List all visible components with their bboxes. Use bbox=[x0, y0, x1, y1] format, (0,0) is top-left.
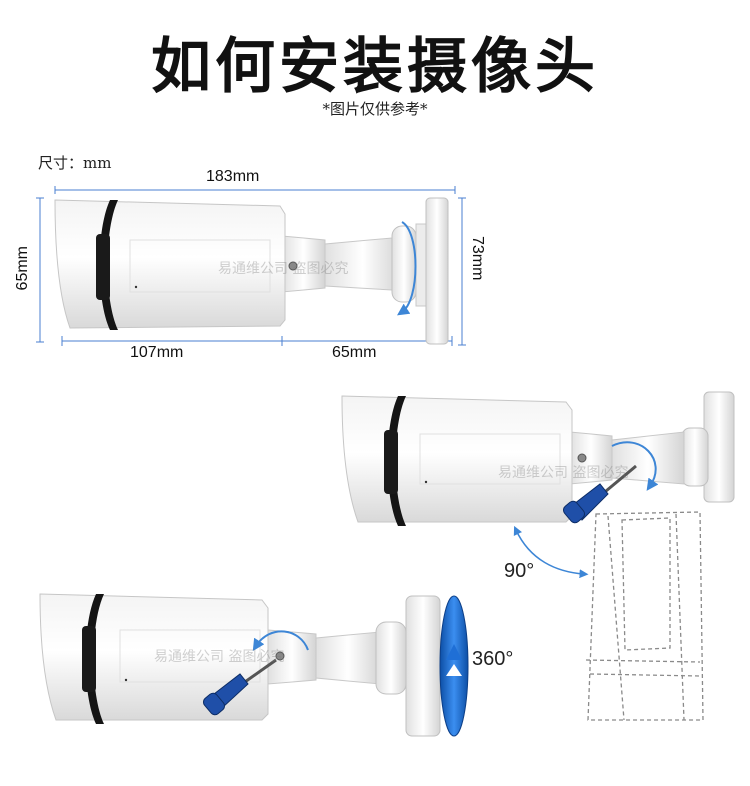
watermark-1: 易通维公司 盗图必究 bbox=[218, 261, 349, 277]
body-length-label: 107mm bbox=[130, 344, 184, 361]
camera-pan bbox=[39, 593, 469, 737]
image-disclaimer: *图片仅供参考* bbox=[322, 100, 428, 118]
base-height-label: 73mm bbox=[469, 236, 486, 281]
screwdriver-tilt bbox=[562, 464, 637, 524]
camera-tilt bbox=[341, 391, 735, 721]
page-title: 如何安装摄像头 bbox=[151, 32, 599, 102]
height-label: 65mm bbox=[14, 246, 31, 291]
screwdriver-pan bbox=[202, 658, 277, 716]
ghost-mount-outline bbox=[585, 511, 704, 721]
tilt-angle-label: 90° bbox=[504, 560, 535, 582]
total-length-label: 183mm bbox=[206, 168, 260, 185]
camera-dimensioned bbox=[36, 186, 466, 346]
unit-label: 尺寸：mm bbox=[38, 154, 112, 172]
watermark-3: 易通维公司 盗图必究 bbox=[154, 649, 285, 665]
watermark-2: 易通维公司 盗图必究 bbox=[498, 465, 629, 481]
dimension-lines bbox=[36, 186, 466, 346]
bracket-length-label: 65mm bbox=[332, 344, 377, 361]
pan-angle-label: 360° bbox=[472, 648, 514, 670]
